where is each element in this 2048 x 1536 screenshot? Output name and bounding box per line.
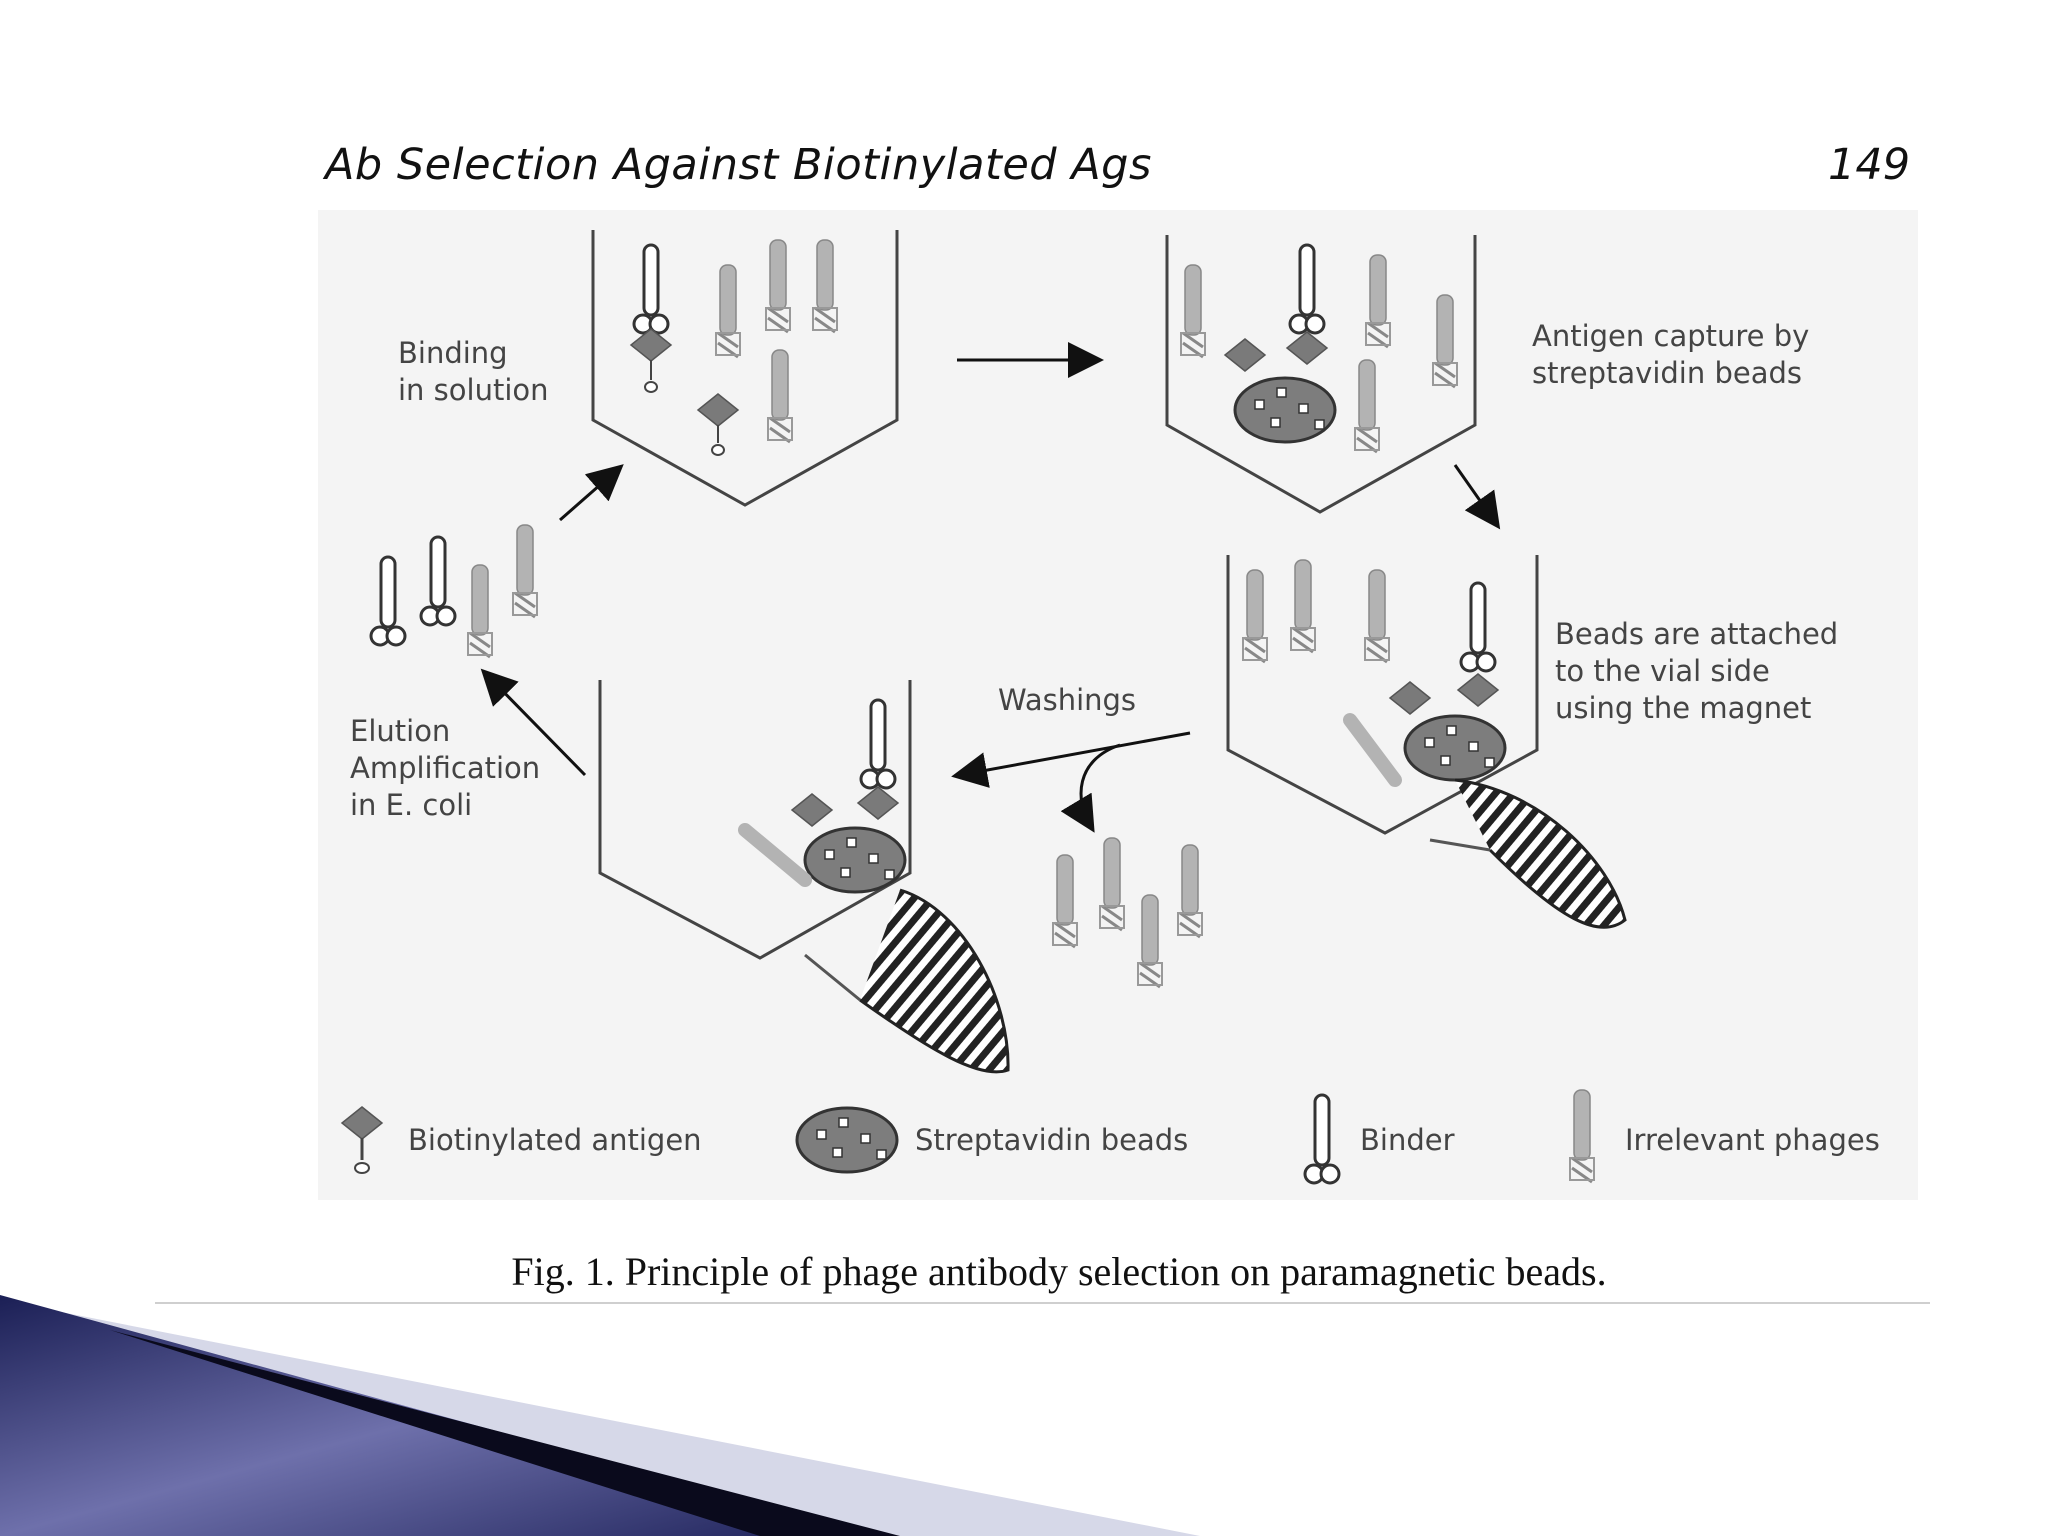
label-binding-line1: Binding bbox=[398, 336, 508, 370]
vial-magnet bbox=[1226, 555, 1627, 929]
label-capture-line2: streptavidin beads bbox=[1532, 356, 1802, 390]
arrow-to-binding bbox=[559, 464, 624, 522]
arrow-to-eluted bbox=[480, 668, 587, 777]
label-magnet-line3: using the magnet bbox=[1555, 691, 1812, 725]
legend-bead-icon bbox=[795, 1106, 899, 1174]
legend-irrelevant-label: Irrelevant phages bbox=[1625, 1123, 1880, 1157]
label-elution-line2: Amplification bbox=[350, 751, 541, 785]
legend-binder-icon bbox=[1303, 1093, 1341, 1185]
legend-antigen-label: Biotinylated antigen bbox=[408, 1123, 702, 1157]
label-elution-line3: in E. coli bbox=[350, 788, 473, 822]
label-washings: Washings bbox=[998, 683, 1137, 717]
label-magnet-line2: to the vial side bbox=[1555, 654, 1770, 688]
figure-caption: Fig. 1. Principle of phage antibody sele… bbox=[511, 1249, 1607, 1294]
label-magnet-line1: Beads are attached bbox=[1555, 617, 1839, 651]
legend-antigen-icon bbox=[341, 1106, 383, 1174]
arrow-to-washed-vial bbox=[951, 731, 1191, 788]
label-magnet: Beads are attached to the vial side usin… bbox=[1555, 616, 1838, 727]
legend-binder-label: Binder bbox=[1360, 1123, 1455, 1157]
legend-irrelevant-icon bbox=[1568, 1088, 1596, 1184]
arrow-to-magnet bbox=[1453, 464, 1501, 530]
label-binding-line2: in solution bbox=[398, 373, 549, 407]
vial-washed bbox=[598, 680, 1010, 1074]
vial-capture bbox=[1165, 235, 1477, 514]
page-number: 149 bbox=[1828, 140, 1911, 190]
label-elution-line1: Elution bbox=[350, 714, 451, 748]
legend-beads-label: Streptavidin beads bbox=[915, 1123, 1189, 1157]
discarded-phages bbox=[1051, 836, 1204, 989]
label-capture: Antigen capture by streptavidin beads bbox=[1532, 318, 1809, 392]
label-capture-line1: Antigen capture by bbox=[1532, 319, 1810, 353]
label-elution: Elution Amplification in E. coli bbox=[350, 713, 540, 824]
vial-binding bbox=[591, 230, 899, 507]
figure-panel bbox=[318, 210, 1918, 1200]
arrow-to-discarded-phages bbox=[1060, 743, 1121, 833]
eluted-phages bbox=[369, 523, 539, 659]
page-header-title: Ab Selection Against Biotinylated Ags bbox=[325, 140, 1152, 190]
label-binding: Binding in solution bbox=[398, 335, 549, 409]
caption-divider bbox=[155, 1302, 1930, 1304]
